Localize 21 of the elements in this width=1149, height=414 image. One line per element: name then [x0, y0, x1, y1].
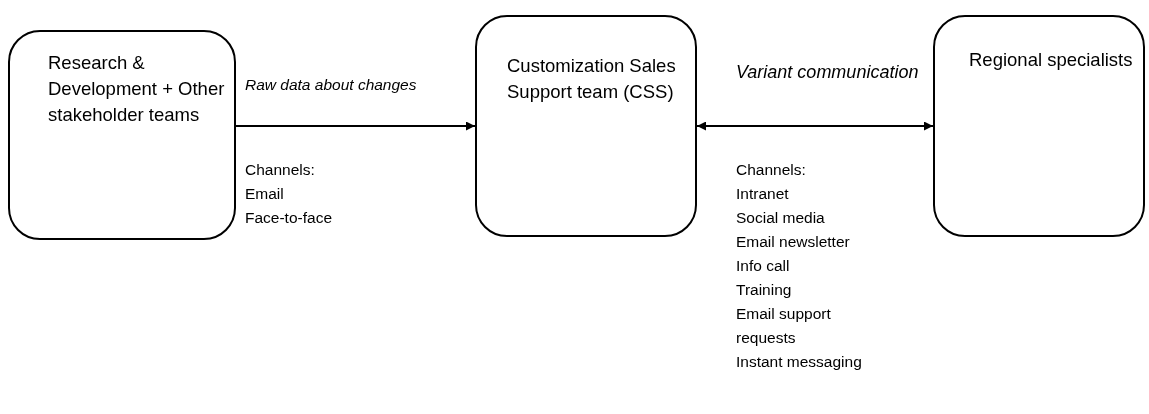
node-text: Research & Development + Other stakeholder teams	[48, 51, 226, 127]
node-text: Regional specialists	[969, 48, 1134, 72]
node-text: Customization Sales Support team (CSS)	[507, 54, 677, 104]
channel-text: Social media	[736, 208, 826, 228]
channel-text: Instant messaging	[736, 352, 863, 372]
channel-text: Email	[245, 184, 285, 204]
arrow	[696, 121, 934, 131]
process-box	[8, 30, 236, 240]
channel-text: Training	[736, 280, 793, 300]
channel-text: Face-to-face	[245, 208, 333, 228]
channel-text: Email support requests	[736, 304, 832, 348]
channel-text: Intranet	[736, 184, 790, 204]
channel-text: Info call	[736, 256, 791, 276]
channel-text: Channels:	[736, 160, 807, 180]
process-box	[933, 15, 1145, 237]
process-box	[475, 15, 697, 237]
channel-text: Channels:	[245, 160, 316, 180]
edge-label: Variant communication	[736, 61, 920, 84]
edge-label: Raw data about changes	[245, 75, 418, 95]
arrow	[235, 121, 476, 131]
channel-text: Email newsletter	[736, 232, 851, 252]
